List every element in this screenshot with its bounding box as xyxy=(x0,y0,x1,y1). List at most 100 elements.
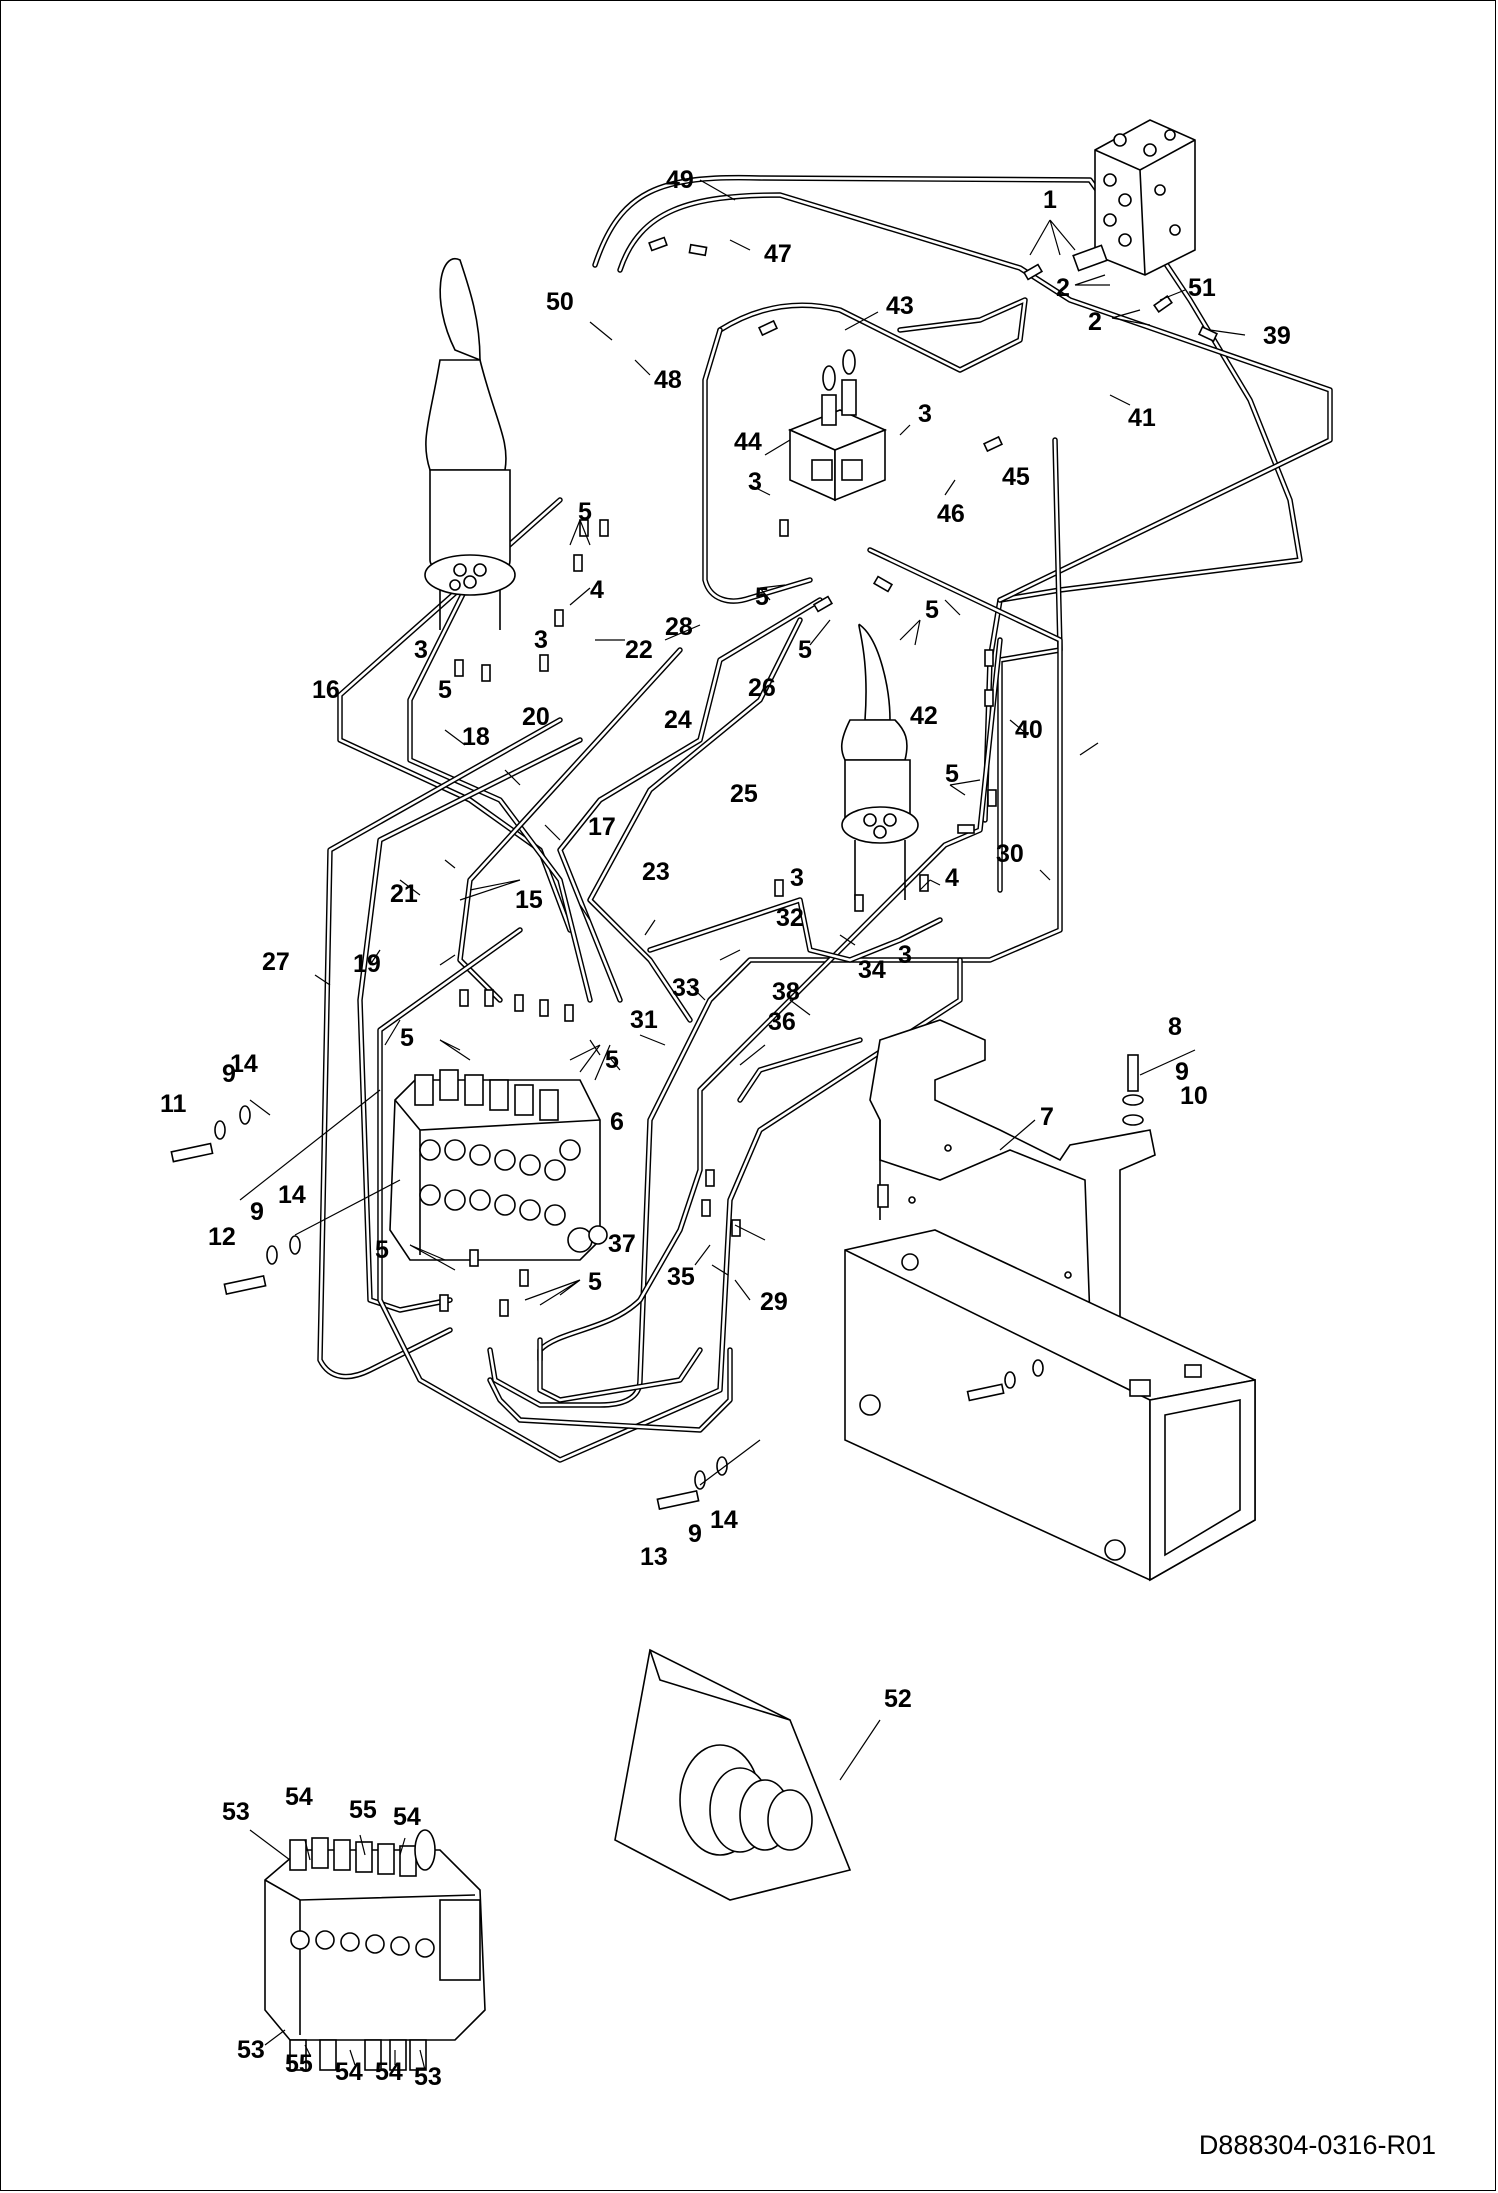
hose-lines xyxy=(317,174,1333,1463)
callout-5: 5 xyxy=(925,596,939,624)
callout-30: 30 xyxy=(996,840,1024,868)
callout-5: 5 xyxy=(945,760,959,788)
callout-29: 29 xyxy=(760,1288,788,1316)
callout-40: 40 xyxy=(1015,716,1043,744)
callout-34: 34 xyxy=(858,956,886,984)
callout-48: 48 xyxy=(654,366,682,394)
callout-8: 8 xyxy=(1168,1013,1182,1041)
travel-motor xyxy=(614,1648,852,1901)
callout-44: 44 xyxy=(734,428,762,456)
callout-14: 14 xyxy=(278,1181,306,1209)
callout-2: 2 xyxy=(1056,274,1070,302)
callout-24: 24 xyxy=(664,706,692,734)
callout-3: 3 xyxy=(898,941,912,969)
callout-28: 28 xyxy=(665,613,693,641)
callout-9: 9 xyxy=(222,1060,236,1088)
callout-19: 19 xyxy=(353,950,381,978)
drawing-number: D888304-0316-R01 xyxy=(1198,2130,1436,2160)
callout-22: 22 xyxy=(625,636,653,664)
callout-3: 3 xyxy=(534,626,548,654)
control-valve-detail xyxy=(264,1829,486,2071)
callout-18: 18 xyxy=(462,723,490,751)
callout-1: 1 xyxy=(1043,186,1057,214)
main-control-valve xyxy=(389,1069,608,1261)
manifold-block xyxy=(1072,119,1196,276)
valve-spools xyxy=(414,1069,608,1253)
callout-17: 17 xyxy=(588,813,616,841)
callout-9: 9 xyxy=(1175,1058,1189,1086)
callout-47: 47 xyxy=(764,240,792,268)
callout-10: 10 xyxy=(1180,1082,1208,1110)
callout-3: 3 xyxy=(414,636,428,664)
callout-54: 54 xyxy=(285,1783,313,1811)
callout-5: 5 xyxy=(375,1236,389,1264)
callout-32: 32 xyxy=(776,904,804,932)
callout-54: 54 xyxy=(335,2058,363,2086)
right-joystick xyxy=(840,623,919,900)
callout-38: 38 xyxy=(772,978,800,1006)
fasteners xyxy=(170,1054,1144,1510)
callout-54: 54 xyxy=(375,2058,403,2086)
callout-46: 46 xyxy=(937,500,965,528)
callout-53: 53 xyxy=(414,2063,442,2091)
callout-45: 45 xyxy=(1002,463,1030,491)
callout-9: 9 xyxy=(250,1198,264,1226)
callout-31: 31 xyxy=(630,1006,658,1034)
callout-6: 6 xyxy=(610,1108,624,1136)
callout-4: 4 xyxy=(590,576,604,604)
callout-43: 43 xyxy=(886,292,914,320)
callout-50: 50 xyxy=(546,288,574,316)
callout-25: 25 xyxy=(730,780,758,808)
callout-7: 7 xyxy=(1040,1103,1054,1131)
callout-5: 5 xyxy=(798,636,812,664)
callout-12: 12 xyxy=(208,1223,236,1251)
callout-16: 16 xyxy=(312,676,340,704)
callout-53: 53 xyxy=(222,1798,250,1826)
left-joystick xyxy=(424,257,516,630)
callout-3: 3 xyxy=(790,864,804,892)
callout-55: 55 xyxy=(285,2050,313,2078)
callout-41: 41 xyxy=(1128,404,1156,432)
callout-3: 3 xyxy=(918,400,932,428)
callout-15: 15 xyxy=(515,886,543,914)
callout-21: 21 xyxy=(390,880,418,908)
callout-2: 2 xyxy=(1088,308,1102,336)
callout-3: 3 xyxy=(748,468,762,496)
hose-fittings xyxy=(439,236,1219,1317)
callout-55: 55 xyxy=(349,1796,377,1824)
callout-52: 52 xyxy=(884,1685,912,1713)
callout-23: 23 xyxy=(642,858,670,886)
callout-5: 5 xyxy=(438,676,452,704)
callout-14: 14 xyxy=(710,1506,738,1534)
callout-54: 54 xyxy=(393,1803,421,1831)
callout-5: 5 xyxy=(400,1024,414,1052)
callout-11: 11 xyxy=(160,1090,187,1118)
callout-51: 51 xyxy=(1188,274,1216,302)
callout-13: 13 xyxy=(640,1543,668,1571)
leader-lines xyxy=(239,179,1246,2071)
callout-53: 53 xyxy=(237,2036,265,2064)
callout-9: 9 xyxy=(688,1520,702,1548)
callout-5: 5 xyxy=(578,498,592,526)
mounting-bracket xyxy=(869,1019,1156,1352)
hydraulic-tank xyxy=(844,1229,1256,1582)
callout-49: 49 xyxy=(666,166,694,194)
center-control-valve xyxy=(787,349,888,502)
callout-26: 26 xyxy=(748,674,776,702)
callout-14: 14 xyxy=(230,1050,258,1078)
callout-labels: 1 2 2 51 39 41 49 47 50 48 43 44 3 45 46… xyxy=(160,166,1291,2091)
callout-36: 36 xyxy=(768,1008,796,1036)
callout-37: 37 xyxy=(608,1230,636,1258)
callout-5: 5 xyxy=(755,583,769,611)
callout-27: 27 xyxy=(262,948,290,976)
callout-20: 20 xyxy=(522,703,550,731)
callout-35: 35 xyxy=(667,1263,695,1291)
callout-33: 33 xyxy=(672,974,700,1002)
callout-5: 5 xyxy=(605,1046,619,1074)
callout-4: 4 xyxy=(945,864,959,892)
callout-42: 42 xyxy=(910,702,938,730)
callout-39: 39 xyxy=(1263,322,1291,350)
callout-5: 5 xyxy=(588,1268,602,1296)
